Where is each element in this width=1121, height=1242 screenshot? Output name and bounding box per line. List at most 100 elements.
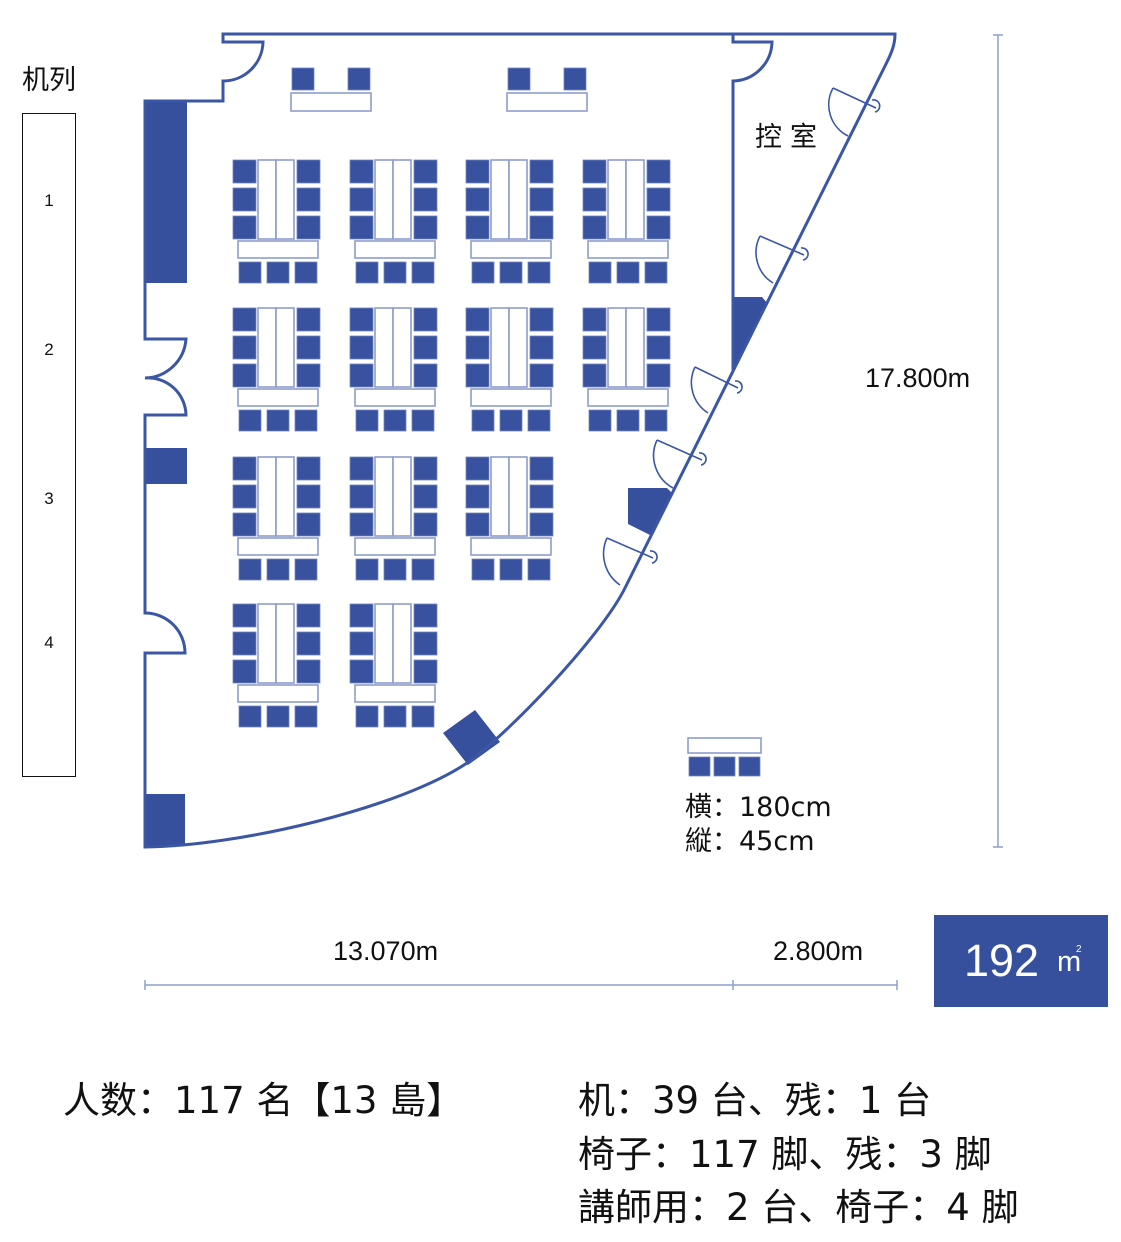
column-row-label: 1 bbox=[44, 191, 54, 210]
door-icon bbox=[690, 366, 743, 414]
chair bbox=[232, 631, 257, 656]
desk bbox=[374, 603, 394, 684]
chair bbox=[471, 558, 495, 581]
chair bbox=[232, 512, 257, 537]
table-island bbox=[349, 159, 438, 284]
chair bbox=[296, 631, 321, 656]
chair bbox=[383, 705, 407, 728]
door-icon bbox=[652, 439, 707, 489]
dimension-line-horizontal bbox=[144, 980, 898, 990]
desk bbox=[625, 307, 645, 388]
chair bbox=[413, 187, 438, 212]
chair bbox=[529, 512, 554, 537]
chair bbox=[294, 558, 318, 581]
desk bbox=[257, 456, 277, 537]
lecturer-chair bbox=[291, 67, 315, 91]
pillar-curved-wall bbox=[443, 710, 500, 765]
chair bbox=[413, 363, 438, 388]
chair bbox=[527, 409, 551, 432]
area-unit: m bbox=[1057, 946, 1082, 978]
chair bbox=[349, 335, 374, 360]
area-badge: 192 m 2 bbox=[934, 915, 1108, 1007]
chair bbox=[296, 512, 321, 537]
summary-chairs: 椅子：117 脚、残：3 脚 bbox=[578, 1132, 992, 1176]
desk bbox=[275, 159, 295, 240]
anteroom-label: 控室 bbox=[755, 122, 825, 153]
legend-chair bbox=[738, 756, 761, 777]
table-island bbox=[465, 307, 554, 432]
chair bbox=[232, 363, 257, 388]
dimension-width-main-label: 13.070m bbox=[333, 936, 439, 966]
chair bbox=[296, 307, 321, 332]
wall-left bbox=[143, 40, 265, 849]
chair bbox=[238, 409, 262, 432]
chair bbox=[266, 261, 290, 284]
desk bbox=[354, 388, 436, 407]
chair bbox=[296, 456, 321, 481]
chair bbox=[588, 409, 612, 432]
chair bbox=[349, 631, 374, 656]
pillar-left-middle bbox=[146, 448, 187, 484]
column-row-label: 4 bbox=[44, 633, 54, 652]
chair bbox=[349, 456, 374, 481]
chair bbox=[383, 409, 407, 432]
chair bbox=[294, 261, 318, 284]
table-island bbox=[465, 159, 554, 284]
desk bbox=[392, 456, 412, 537]
desk bbox=[275, 307, 295, 388]
chair bbox=[646, 363, 671, 388]
area-unit-exponent: 2 bbox=[1076, 944, 1082, 955]
chair bbox=[529, 363, 554, 388]
lecturer-table-set bbox=[290, 67, 372, 112]
desk bbox=[374, 307, 394, 388]
desk bbox=[625, 159, 645, 240]
chair bbox=[529, 215, 554, 240]
chair bbox=[232, 159, 257, 184]
chair bbox=[413, 159, 438, 184]
table-island bbox=[232, 456, 321, 581]
chair bbox=[296, 215, 321, 240]
summary-lecturer: 講師用：2 台、椅子：4 脚 bbox=[578, 1186, 1019, 1229]
chair bbox=[529, 187, 554, 212]
desk bbox=[275, 603, 295, 684]
chair bbox=[383, 261, 407, 284]
desk bbox=[237, 240, 319, 259]
chair bbox=[465, 187, 490, 212]
pillar-left-top bbox=[146, 101, 187, 283]
table-island bbox=[465, 456, 554, 581]
column-row-label: 3 bbox=[44, 489, 54, 508]
desk bbox=[354, 537, 436, 556]
lecturer-desk bbox=[506, 92, 588, 112]
chair bbox=[232, 307, 257, 332]
chair bbox=[413, 659, 438, 684]
chair bbox=[232, 456, 257, 481]
desk bbox=[392, 307, 412, 388]
chair bbox=[644, 261, 668, 284]
desk bbox=[508, 159, 528, 240]
chair bbox=[499, 261, 523, 284]
chair bbox=[238, 705, 262, 728]
chair bbox=[383, 558, 407, 581]
chair bbox=[588, 261, 612, 284]
summary-desks: 机：39 台、残：1 台 bbox=[578, 1079, 932, 1122]
chair bbox=[232, 484, 257, 509]
chair bbox=[355, 558, 379, 581]
chair bbox=[582, 335, 607, 360]
desk-legend-icon bbox=[687, 737, 762, 777]
door-icon bbox=[827, 87, 881, 137]
chair bbox=[413, 603, 438, 628]
chair bbox=[529, 307, 554, 332]
desk bbox=[490, 456, 510, 537]
table-island bbox=[232, 307, 321, 432]
desk bbox=[508, 456, 528, 537]
chair bbox=[644, 409, 668, 432]
chair bbox=[499, 409, 523, 432]
chair bbox=[413, 215, 438, 240]
dimension-line-vertical bbox=[993, 34, 1003, 848]
chair bbox=[582, 307, 607, 332]
chair bbox=[465, 456, 490, 481]
dimension-width-anteroom-label: 2.800m bbox=[773, 936, 864, 966]
desk bbox=[607, 307, 627, 388]
table-island bbox=[582, 159, 671, 284]
lecturer-desk bbox=[290, 92, 372, 112]
